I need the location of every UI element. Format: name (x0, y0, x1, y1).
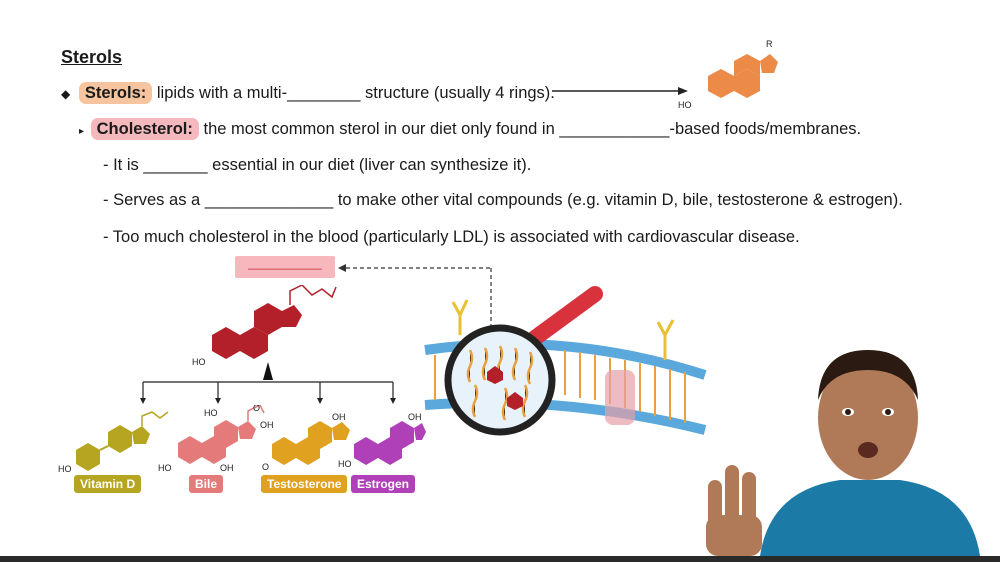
testosterone-o-label: O (262, 462, 269, 472)
sub-bullet-3: - Too much cholesterol in the blood (par… (103, 228, 800, 246)
pointer-arrow (552, 87, 688, 95)
vitamin-d-ho-label: HO (58, 464, 72, 474)
arrow-bullet-icon: ▸ (79, 126, 85, 137)
cell-membrane-illustration (424, 286, 707, 436)
r-group-label: R (766, 39, 773, 49)
bile-oh2-label: OH (220, 463, 234, 473)
presenter-hand-three-fingers (706, 465, 762, 556)
bullet-sterols: ◆ Sterols: lipids with a multi-________ … (61, 82, 555, 104)
presenter-video (706, 350, 980, 556)
presenter-hair (818, 350, 918, 400)
magnifier-icon (444, 286, 603, 436)
sterols-text: lipids with a multi-________ structure (… (156, 84, 555, 102)
bile-ho-label: HO (204, 408, 218, 418)
testosterone-structure-icon: OH O (262, 412, 350, 472)
testosterone-oh-label: OH (332, 412, 346, 422)
presenter-face (818, 356, 918, 480)
slide-title: Sterols (61, 47, 123, 67)
vitamin-d-label: Vitamin D (74, 475, 142, 493)
blank-answer-box: ___________ (235, 256, 335, 278)
glycolipid-icon (451, 299, 675, 360)
estrogen-ho-label: HO (338, 459, 352, 469)
derivative-tree (140, 362, 396, 404)
diamond-bullet-icon: ◆ (61, 87, 71, 101)
estrogen-oh-label: OH (408, 412, 422, 422)
bile-label: Bile (189, 475, 224, 493)
presenter-shirt (760, 480, 980, 556)
sub-bullet-2: - Serves as a ______________ to make oth… (103, 191, 903, 209)
estrogen-label: Estrogen (351, 475, 416, 493)
cholesterol-label: Cholesterol: (90, 118, 199, 140)
cholesterol-ho-label: HO (192, 357, 206, 367)
bile-structure-icon: HO OH O HO OH (158, 405, 274, 473)
bile-ho2-label: HO (158, 463, 172, 473)
sub-bullet-1: - It is _______ essential in our diet (l… (103, 156, 532, 174)
sterol-structure-icon: R HO (678, 39, 778, 110)
testosterone-label: Testosterone (261, 475, 348, 493)
bullet-cholesterol: ▸ Cholesterol: the most common sterol in… (79, 118, 862, 140)
cholesterol-structure-icon: HO (192, 285, 337, 367)
ho-label: HO (678, 100, 692, 110)
sterols-label: Sterols: (78, 82, 153, 104)
bottom-bar (0, 556, 1000, 562)
cholesterol-text: the most common sterol in our diet only … (203, 120, 862, 138)
bile-oh-label: OH (260, 420, 274, 430)
estrogen-structure-icon: OH HO (338, 412, 426, 469)
bile-o-label: O (253, 405, 260, 413)
vitamin-d-structure-icon: HO (58, 411, 169, 474)
